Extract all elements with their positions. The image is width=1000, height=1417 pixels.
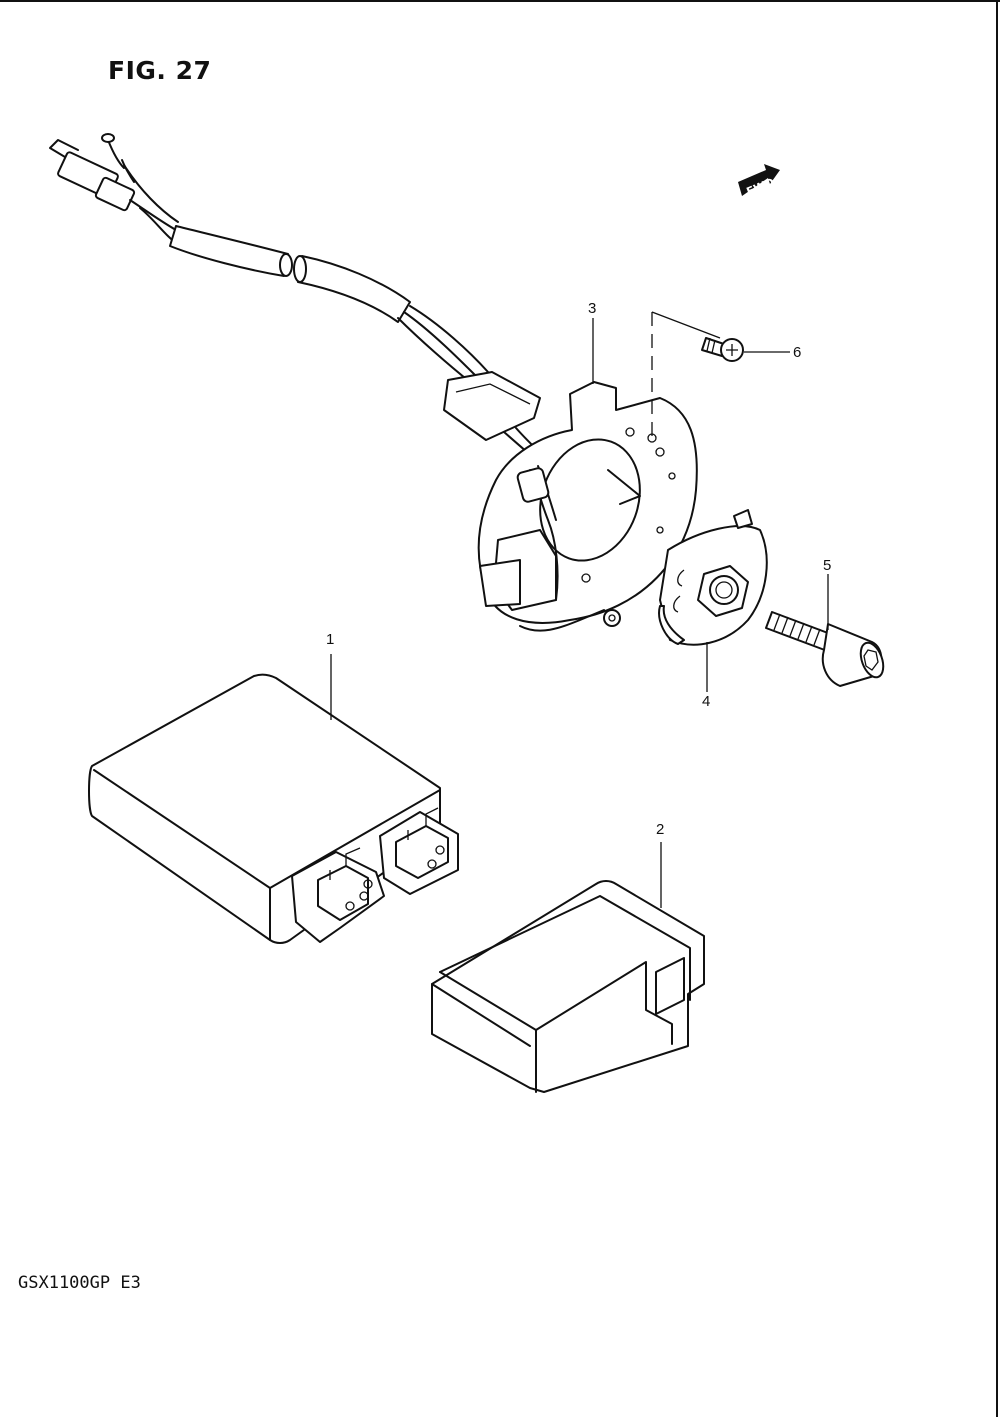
part-2-cover	[431, 880, 705, 1093]
part-1-igniter	[88, 673, 459, 944]
leader-lines	[330, 318, 829, 908]
callout-1: 1	[326, 631, 334, 648]
callout-4: 4	[702, 693, 710, 710]
figure-title: FIG. 27	[108, 56, 212, 85]
part-4-rotor	[658, 509, 768, 646]
part-5-bolt	[765, 611, 885, 687]
part-6-screw	[651, 311, 744, 440]
model-code: GSX1100GP E3	[18, 1273, 141, 1293]
wire-harness	[49, 133, 555, 471]
fwd-arrow-icon: FWD	[738, 164, 780, 198]
callout-6: 6	[793, 344, 801, 361]
callout-3: 3	[588, 300, 596, 317]
part-3-signal-generator	[477, 381, 698, 632]
callout-5: 5	[823, 557, 831, 574]
callout-2: 2	[656, 821, 664, 838]
